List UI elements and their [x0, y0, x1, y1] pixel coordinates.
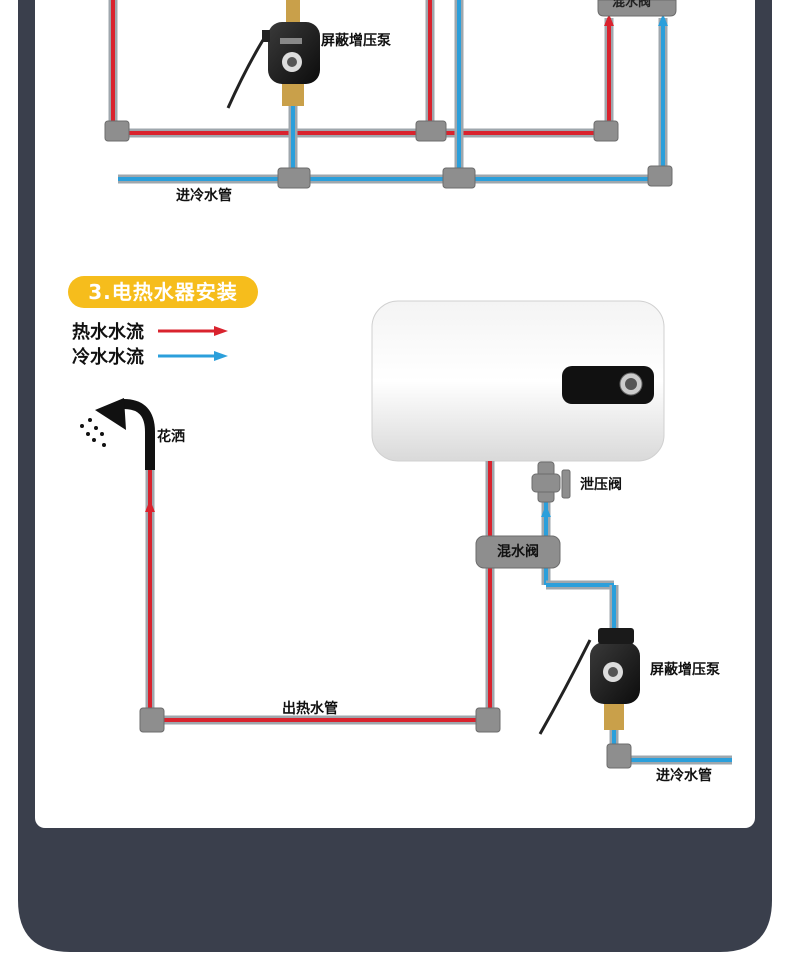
valve-icon — [531, 461, 571, 503]
hot-arrow-icon — [158, 326, 228, 336]
tee-fitting-icon — [415, 120, 447, 142]
hot-flow-arrow-icon — [604, 14, 614, 26]
elbow-fitting-icon — [139, 707, 165, 733]
shower-label: 花洒 — [157, 429, 185, 445]
elbow-fitting-icon — [647, 165, 673, 187]
bottom-diagram — [80, 300, 732, 769]
legend-cold-label: 冷水水流 — [72, 347, 144, 368]
section-title-badge: 3.电热水器安装 — [68, 276, 258, 308]
relief-valve-label: 泄压阀 — [580, 477, 622, 493]
legend-hot: 热水水流 — [72, 318, 228, 344]
elbow-fitting-icon — [104, 120, 130, 142]
legend-hot-label: 热水水流 — [72, 322, 144, 343]
pump-icon — [226, 0, 320, 109]
cold-flow-arrow-icon — [541, 505, 551, 517]
pump-icon — [538, 628, 640, 735]
shower-head-icon — [80, 398, 155, 470]
elbow-fitting-icon — [475, 707, 501, 733]
legend-cold: 冷水水流 — [72, 343, 228, 369]
hot-flow-arrow-icon — [145, 500, 155, 512]
top-mixing-valve-label: 混水阀 — [612, 0, 652, 10]
bottom-pump-label: 屏蔽增压泵 — [650, 662, 720, 678]
valve-icon — [475, 535, 561, 569]
tee-fitting-icon — [442, 167, 476, 189]
cold-arrow-icon — [158, 351, 228, 361]
hot-outlet-label: 出热水管 — [282, 701, 338, 717]
elbow-fitting-icon — [593, 120, 619, 142]
bottom-cold-inlet-label: 进冷水管 — [656, 768, 712, 784]
mixing-valve-label: 混水阀 — [497, 544, 539, 560]
top-cold-inlet-label: 进冷水管 — [176, 188, 232, 204]
top-diagram — [104, 0, 677, 189]
tee-fitting-icon — [277, 167, 311, 189]
water-heater — [371, 300, 665, 462]
top-pump-label: 屏蔽增压泵 — [321, 33, 391, 49]
elbow-fitting-icon — [606, 743, 632, 769]
valve-icon — [597, 0, 677, 17]
cold-flow-arrow-icon — [658, 14, 668, 26]
